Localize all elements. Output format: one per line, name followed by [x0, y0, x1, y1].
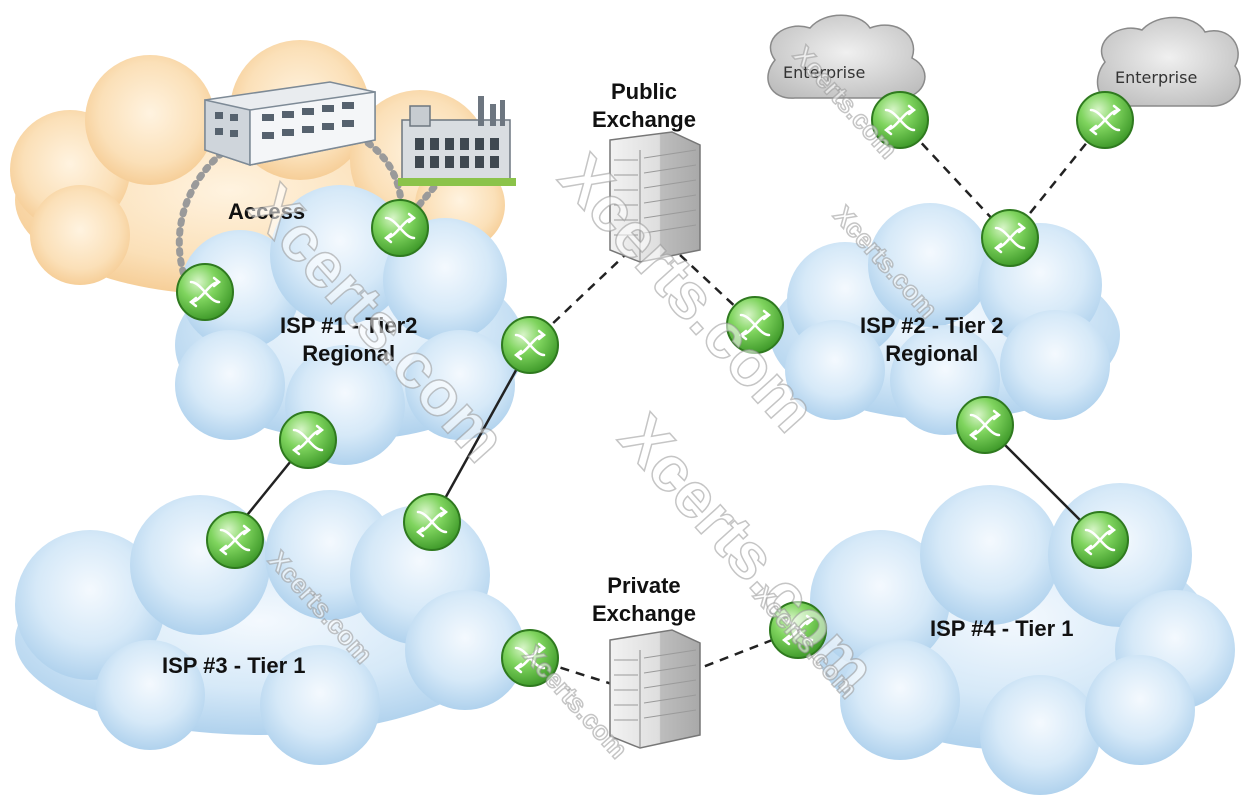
router-icon — [871, 91, 929, 149]
access-label: Access — [228, 199, 306, 224]
isp3-cloud — [15, 490, 525, 765]
private-exchange-label: Private Exchange — [592, 572, 696, 628]
enterprise-right-label: Enterprise — [1115, 68, 1198, 87]
isp1-label: ISP #1 - Tier2 Regional — [280, 312, 417, 368]
enterprise-cloud-right — [1096, 16, 1241, 107]
router-icon — [371, 199, 429, 257]
isp3-label: ISP #3 - Tier 1 — [162, 653, 306, 678]
isp2-label-line1: ISP #2 - Tier 2 — [860, 313, 1004, 338]
router-icon — [1071, 511, 1129, 569]
isp4-label: ISP #4 - Tier 1 — [930, 616, 1074, 641]
router-icon — [403, 493, 461, 551]
factory-icon — [398, 96, 516, 186]
isp1-label-line2: Regional — [302, 341, 396, 366]
private-exchange-label-line2: Exchange — [592, 601, 696, 626]
public-exchange-label: Public Exchange — [592, 78, 696, 134]
router-icon — [279, 411, 337, 469]
routers — [176, 91, 1134, 687]
router-icon — [769, 601, 827, 659]
isp1-label-line1: ISP #1 - Tier2 — [280, 313, 418, 338]
public-exchange-server-icon — [609, 131, 701, 263]
router-icon — [981, 209, 1039, 267]
router-icon — [501, 629, 559, 687]
isp2-label-line2: Regional — [885, 341, 979, 366]
router-icon — [1076, 91, 1134, 149]
router-icon — [956, 396, 1014, 454]
public-exchange-label-line1: Public — [610, 79, 677, 104]
router-icon — [726, 296, 784, 354]
router-icon — [206, 511, 264, 569]
private-exchange-label-line1: Private — [607, 573, 681, 598]
public-exchange-label-line2: Exchange — [592, 107, 696, 132]
office-building-icon — [204, 81, 376, 167]
link-isp1-isp3-b — [430, 344, 532, 523]
private-exchange-server-icon — [609, 629, 701, 749]
router-icon — [176, 263, 234, 321]
enterprise-cloud-left — [767, 14, 926, 99]
router-icon — [501, 316, 559, 374]
isp1-cloud — [175, 185, 525, 465]
enterprise-left-label: Enterprise — [783, 63, 866, 82]
isp2-label: ISP #2 - Tier 2 Regional — [860, 312, 1004, 368]
